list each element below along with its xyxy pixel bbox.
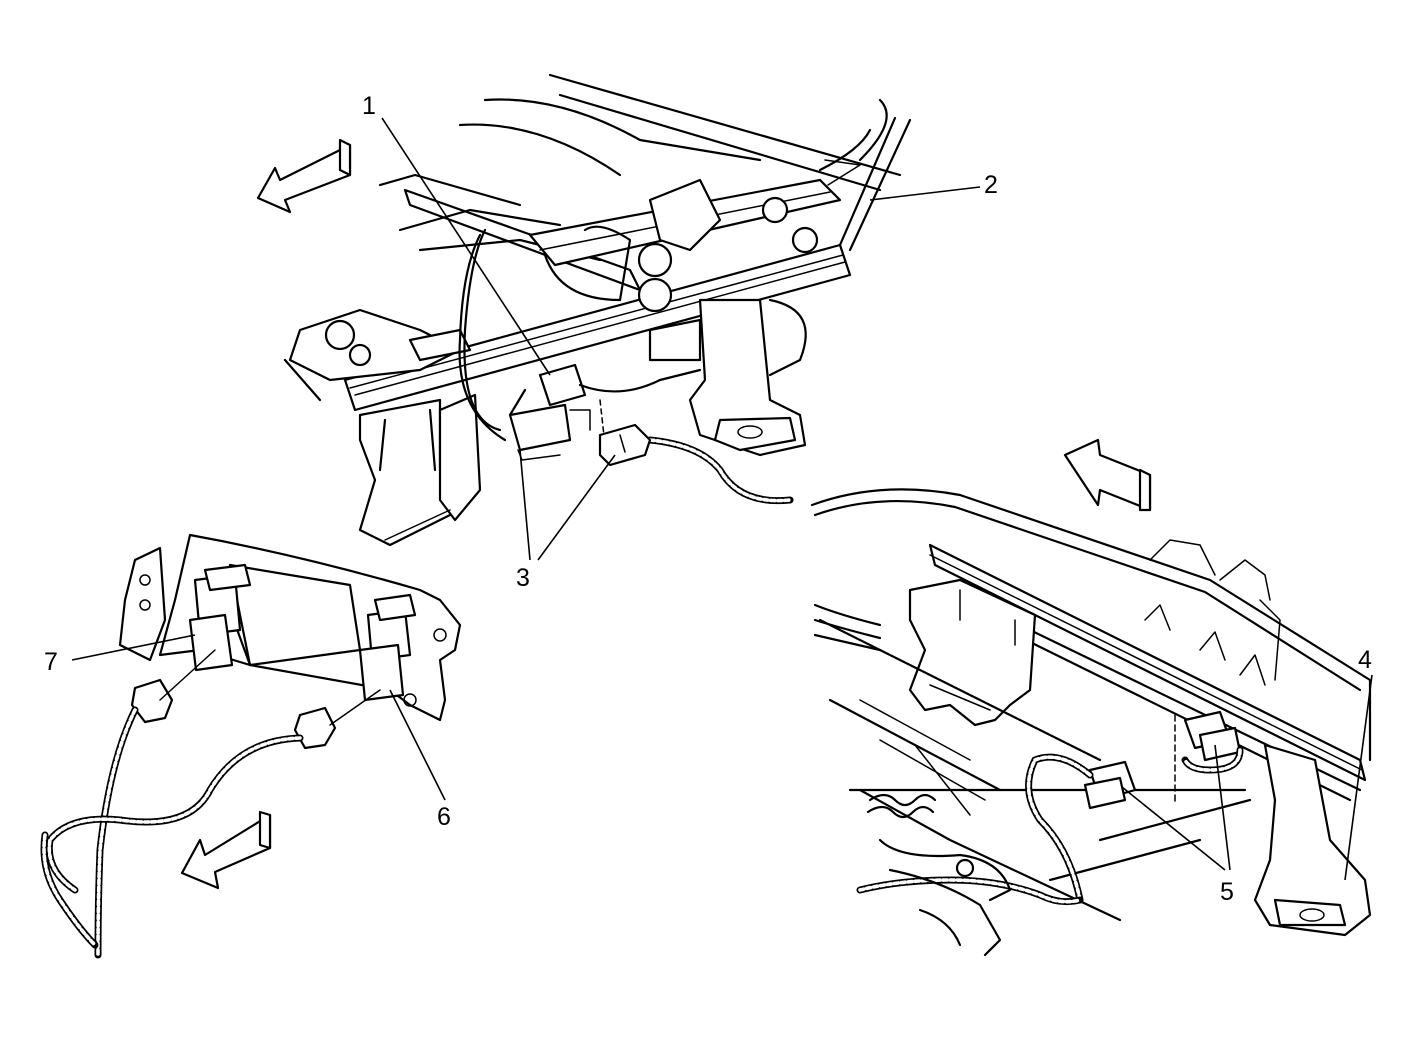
front-direction-arrow-icon (180, 810, 272, 890)
leader-lines (71, 117, 1373, 881)
front-direction-arrow-icon (256, 138, 352, 214)
callout-1: 1 (362, 92, 376, 120)
callout-5: 5 (1220, 878, 1234, 906)
callout-3: 3 (516, 564, 530, 592)
callout-2: 2 (984, 171, 998, 199)
top-seat-frame-view (283, 73, 912, 547)
callout-4: 4 (1358, 646, 1372, 674)
callout-7: 7 (44, 648, 58, 676)
underseat-floor-view (810, 488, 1372, 957)
callout-6: 6 (437, 803, 451, 831)
front-direction-arrow-icon (1063, 438, 1152, 512)
module-closeup-view (40, 533, 462, 959)
